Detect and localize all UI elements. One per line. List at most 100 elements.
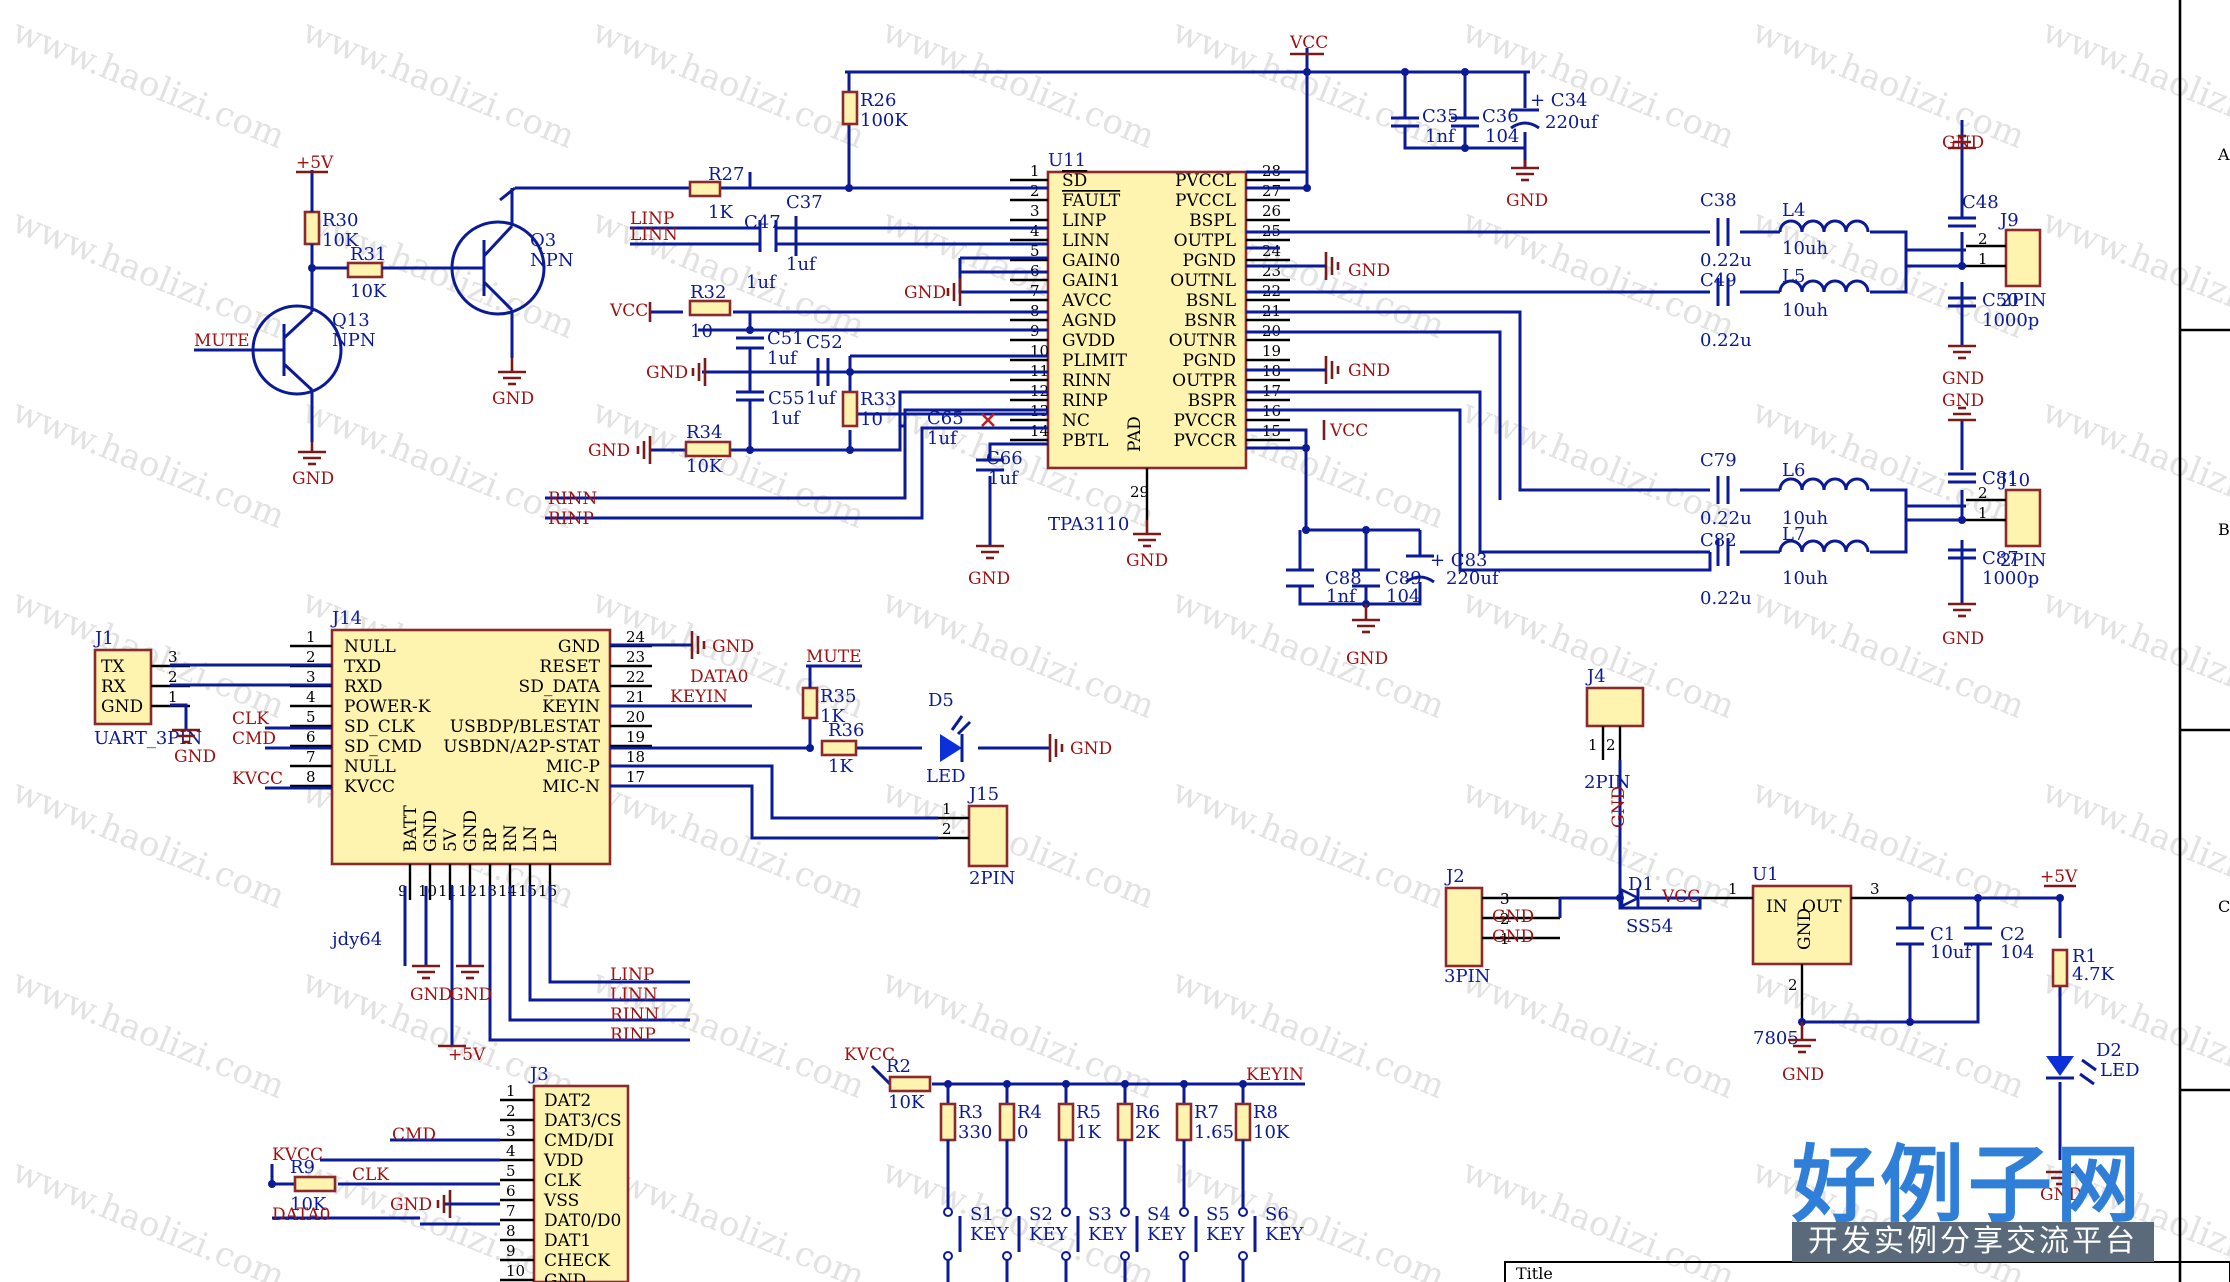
junction-dots	[268, 68, 2064, 1188]
j14-pin-name: GND	[461, 810, 481, 852]
c2-designator: C2	[2000, 924, 2025, 945]
j9-part: 2PIN	[2000, 290, 2046, 311]
net-kvcc-keys: KVCC	[844, 1045, 895, 1065]
key-switch-designator: S1	[970, 1204, 994, 1225]
j14-pin-number: 16	[538, 882, 557, 900]
diodes: D5 LED D1 SS54 D2 LED	[926, 690, 2140, 1086]
net-vcc-avcc: VCC	[609, 301, 648, 321]
j3-pin-number: 7	[506, 1202, 516, 1220]
key-resistor	[1116, 1102, 1134, 1142]
transistor-q13: Q13 NPN	[251, 170, 388, 442]
j14-pin-number: 3	[306, 668, 316, 686]
j3-pin-name: DAT1	[544, 1231, 591, 1251]
gnd-label-r34: GND	[588, 441, 630, 461]
watermark-text: www.haolizi.com	[877, 11, 1161, 157]
gnd-label-q3: GND	[492, 389, 534, 409]
c88-value: 1nf	[1326, 586, 1357, 607]
key-array: R3330S1KEYR40S2KEYR51KS3KEYR62KS4KEYR71.…	[939, 1080, 1305, 1282]
key-switch-label: KEY	[1029, 1224, 1069, 1245]
j14-pin-number: 12	[458, 882, 477, 900]
capacitors: C35 1nf C36 104 + C34 220uf C37 1uf C47 …	[736, 90, 2039, 963]
u11-pin-name: BSPR	[1188, 391, 1238, 411]
j14-pin-name: MIC-P	[546, 757, 600, 777]
c47-designator: C47	[744, 212, 781, 233]
j3-pin-name: CHECK	[544, 1251, 610, 1271]
u11-pin-name: PBTL	[1062, 431, 1109, 451]
r30-designator: R30	[322, 210, 358, 231]
r33-value: 10	[860, 409, 883, 430]
transistors: Q3 NPN Q13 NPN	[251, 170, 574, 442]
u11-pin-name: GAIN0	[1062, 251, 1120, 271]
l6-value: 10uh	[1782, 508, 1828, 529]
u1-pin-3: 3	[1870, 880, 1880, 898]
resistor-r9	[293, 1175, 337, 1193]
c82-value: 0.22u	[1700, 588, 1752, 609]
c65-value: 1uf	[927, 428, 958, 449]
watermark-text: www.haolizi.com	[297, 11, 581, 157]
watermark-text: www.haolizi.com	[7, 1151, 291, 1282]
j3-pin-name: CLK	[544, 1171, 581, 1191]
u11-pad-pin: 29	[1130, 483, 1149, 501]
capacitor-c36: C36 104	[1451, 106, 1519, 148]
u11-pin-name: SD	[1062, 171, 1087, 191]
key-resistor-designator: R8	[1253, 1102, 1278, 1123]
key-resistor-designator: R4	[1017, 1102, 1042, 1123]
u11-pin-number: 2	[1030, 182, 1040, 200]
key-resistor-value: 330	[958, 1122, 992, 1143]
u1-out-label: OUT	[1802, 897, 1842, 917]
j3-pin-number: 2	[506, 1102, 516, 1120]
key-switch-label: KEY	[1206, 1224, 1246, 1245]
net-gnd-j4: GND	[1609, 786, 1629, 828]
j14-pin-name: RN	[501, 824, 521, 852]
r26-value: 100K	[860, 110, 908, 131]
r30-value: 10K	[322, 230, 359, 251]
key-switch-designator: S4	[1147, 1204, 1171, 1225]
gnd-label-pbtl: GND	[968, 569, 1010, 589]
j2-pin-1: 1	[1500, 930, 1510, 948]
capacitor-c38: C38 0.22u	[1700, 190, 1752, 271]
capacitor-c82: C82 0.22u	[1700, 530, 1752, 609]
capacitor-c37: C37 1uf	[758, 192, 823, 275]
r35-designator: R35	[820, 686, 856, 707]
j3-pin-name: VSS	[543, 1191, 579, 1211]
key-switch-label: KEY	[970, 1224, 1010, 1245]
gnd-label-c50: GND	[1942, 369, 1984, 389]
j3-pin-name: VDD	[543, 1151, 584, 1171]
r26-designator: R26	[860, 90, 896, 111]
l4-value: 10uh	[1782, 238, 1828, 259]
j14-pin-number: 8	[306, 768, 316, 786]
j14-pin-number: 22	[626, 668, 645, 686]
u11-pin-name: FAULT	[1062, 191, 1121, 211]
gnd-label-c88: GND	[1346, 649, 1388, 669]
resistor-r2	[888, 1075, 932, 1093]
j4-pin-1: 1	[1588, 736, 1598, 754]
j2-part: 3PIN	[1444, 966, 1490, 987]
u11-pin-name: OUTPR	[1172, 371, 1237, 391]
key-switch-label: KEY	[1088, 1224, 1128, 1245]
j1-designator: J1	[93, 628, 114, 649]
j14-pin-number: 14	[498, 882, 517, 900]
j3-pin-number: 1	[506, 1082, 516, 1100]
u11-pin-name: PGND	[1182, 251, 1236, 271]
u11-pin-name: PVCCR	[1173, 431, 1237, 451]
capacitor-c52: C52 1uf	[802, 332, 850, 409]
r36-value: 1K	[828, 756, 853, 777]
net-rinn-u11: RINN	[548, 489, 597, 509]
j14-pin-number: 5	[306, 708, 316, 726]
r36-designator: R36	[828, 720, 864, 741]
j14-pin-name: LP	[541, 829, 561, 852]
j3-pin-number: 10	[506, 1262, 525, 1280]
key-resistor-value: 1.65K	[1194, 1122, 1248, 1143]
j3-pin-name: GND	[544, 1271, 586, 1282]
u11-pin-number: 4	[1030, 222, 1040, 240]
key-switch-designator: S5	[1206, 1204, 1230, 1225]
watermark-text: www.haolizi.com	[7, 961, 291, 1107]
watermark-text: www.haolizi.com	[7, 201, 291, 347]
c51-value: 1uf	[767, 348, 798, 369]
j14-pin-name: USBDN/A2P-STAT	[443, 737, 600, 757]
gnd-label-d5: GND	[1070, 739, 1112, 759]
d2-part: LED	[2100, 1060, 2140, 1081]
capacitor-c35: C35 1nf	[1391, 106, 1459, 147]
r2-value: 10K	[888, 1092, 925, 1113]
capacitor-c49: C49 0.22u	[1700, 270, 1752, 351]
